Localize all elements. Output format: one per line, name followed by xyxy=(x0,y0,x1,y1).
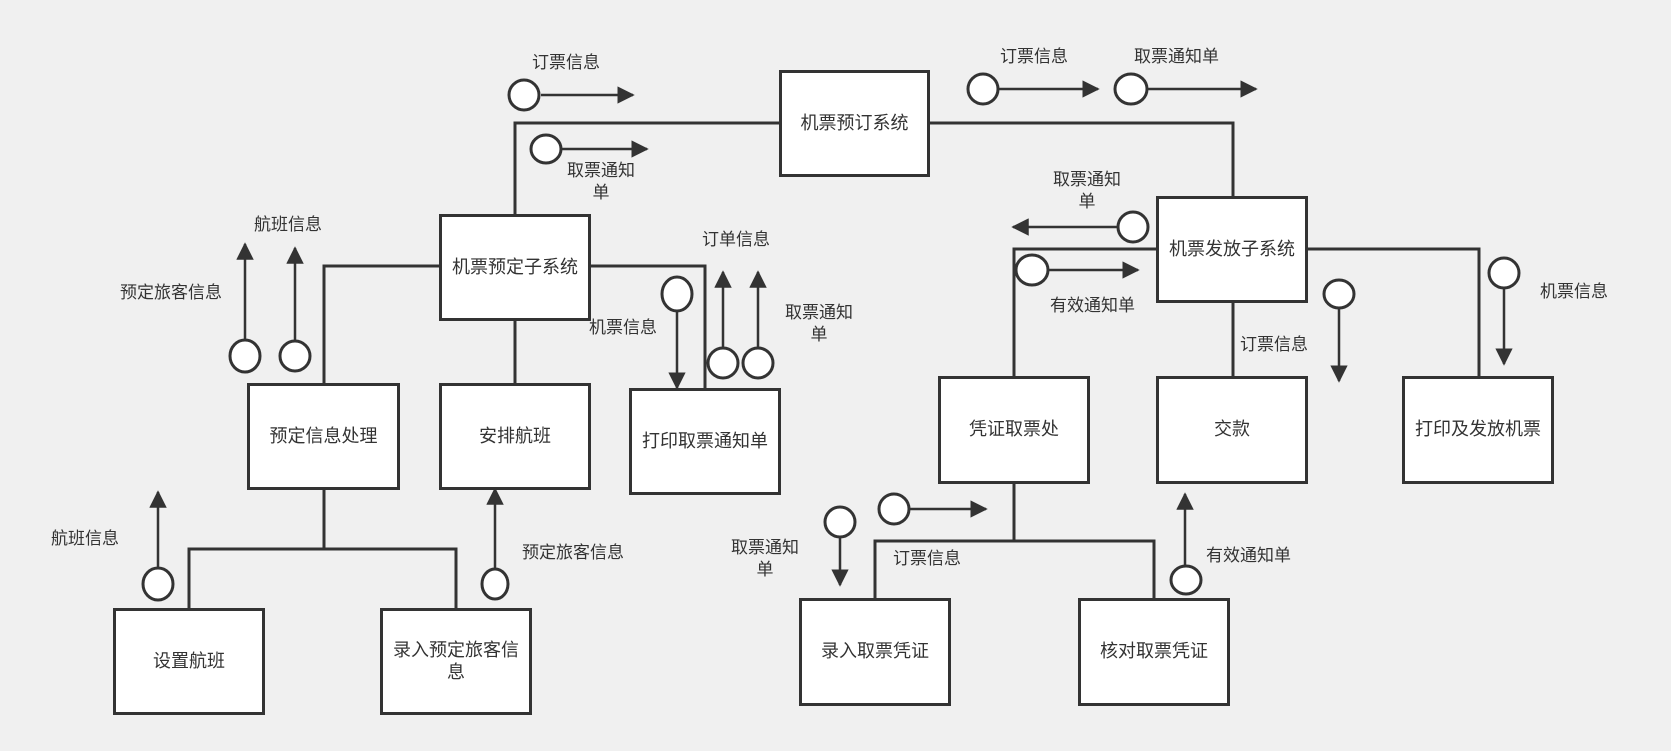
data-couple-circle xyxy=(1169,564,1203,596)
data-couple-circle xyxy=(507,78,541,112)
flow-label: 订票信息 xyxy=(1000,47,1068,67)
flow-label: 航班信息 xyxy=(51,529,119,549)
data-couple-circle xyxy=(1487,256,1521,290)
connector-vo-children xyxy=(873,484,1156,599)
data-couple-circle xyxy=(706,346,740,380)
data-couple-circle xyxy=(228,338,262,374)
flow-label: 取票通知单 xyxy=(1134,47,1219,67)
flow-label: 取票通知单 xyxy=(731,538,799,580)
flow-label: 预定旅客信息 xyxy=(120,283,222,303)
connector-bs-process xyxy=(322,264,440,384)
flow-label: 机票信息 xyxy=(1540,282,1608,302)
module-booking-subsystem[interactable]: 机票预定子系统 xyxy=(439,214,591,321)
module-label: 机票预定子系统 xyxy=(452,256,578,278)
module-label: 打印取票通知单 xyxy=(642,430,768,452)
module-root[interactable]: 机票预订系统 xyxy=(779,70,930,177)
module-label: 交款 xyxy=(1214,419,1250,440)
connector-root-booking xyxy=(513,121,780,215)
data-couple-circle xyxy=(1322,278,1356,310)
module-verify-voucher[interactable]: 核对取票凭证 xyxy=(1078,598,1230,706)
module-label: 机票预订系统 xyxy=(800,112,909,134)
module-label: 预定信息处理 xyxy=(269,425,378,447)
module-print-notice[interactable]: 打印取票通知单 xyxy=(629,388,781,495)
flow-label: 航班信息 xyxy=(254,215,322,235)
data-couple-circle xyxy=(877,492,911,526)
module-label: 机票发放子系统 xyxy=(1169,238,1295,260)
module-booking-process[interactable]: 预定信息处理 xyxy=(247,383,400,490)
connector-bs-print xyxy=(590,264,707,389)
data-couple-circle xyxy=(823,505,857,539)
connector-is-voucher xyxy=(1012,247,1157,377)
flow-label: 有效通知单 xyxy=(1050,296,1135,316)
module-label: 核对取票凭证 xyxy=(1100,641,1208,662)
data-couple-circle xyxy=(1116,210,1150,244)
module-issue-subsystem[interactable]: 机票发放子系统 xyxy=(1156,196,1308,303)
module-label: 凭证取票处 xyxy=(969,419,1059,440)
module-payment[interactable]: 交款 xyxy=(1156,376,1308,484)
data-couple-circle xyxy=(1113,72,1149,106)
flow-label: 订单信息 xyxy=(702,230,770,250)
data-couple-circle xyxy=(529,133,563,165)
connector-is-print xyxy=(1308,247,1481,377)
data-couple-circle xyxy=(141,566,175,602)
flow-label: 机票信息 xyxy=(589,318,657,338)
module-set-flight[interactable]: 设置航班 xyxy=(113,608,265,715)
flow-label: 预定旅客信息 xyxy=(522,543,624,563)
module-voucher-office[interactable]: 凭证取票处 xyxy=(938,376,1090,484)
data-couple-circle xyxy=(278,339,312,373)
module-label: 录入预定旅客信息 xyxy=(393,639,519,683)
data-couple-circle xyxy=(660,275,694,313)
flow-label: 取票通知单 xyxy=(785,303,853,345)
module-input-passenger[interactable]: 录入预定旅客信息 xyxy=(380,608,532,715)
data-couple-circle xyxy=(480,567,510,601)
data-couple-circle xyxy=(966,72,1000,106)
flow-label: 订票信息 xyxy=(893,549,961,569)
connector-bp-children xyxy=(187,490,458,608)
flow-label: 订票信息 xyxy=(532,53,600,73)
flow-label: 取票通知单 xyxy=(1053,170,1121,212)
module-label: 录入取票凭证 xyxy=(821,641,929,662)
module-label: 安排航班 xyxy=(479,425,551,447)
flow-label: 取票通知单 xyxy=(567,161,635,203)
data-couple-circle xyxy=(1014,253,1050,287)
module-input-voucher[interactable]: 录入取票凭证 xyxy=(799,598,951,706)
module-label: 打印及发放机票 xyxy=(1415,419,1541,440)
data-couple-circle xyxy=(741,346,775,380)
module-label: 设置航班 xyxy=(153,650,225,672)
module-arrange-flight[interactable]: 安排航班 xyxy=(439,383,591,490)
connector-root-issue xyxy=(929,121,1235,197)
flow-label: 有效通知单 xyxy=(1206,546,1291,566)
module-print-issue[interactable]: 打印及发放机票 xyxy=(1402,376,1554,484)
flow-label: 订票信息 xyxy=(1240,335,1308,355)
